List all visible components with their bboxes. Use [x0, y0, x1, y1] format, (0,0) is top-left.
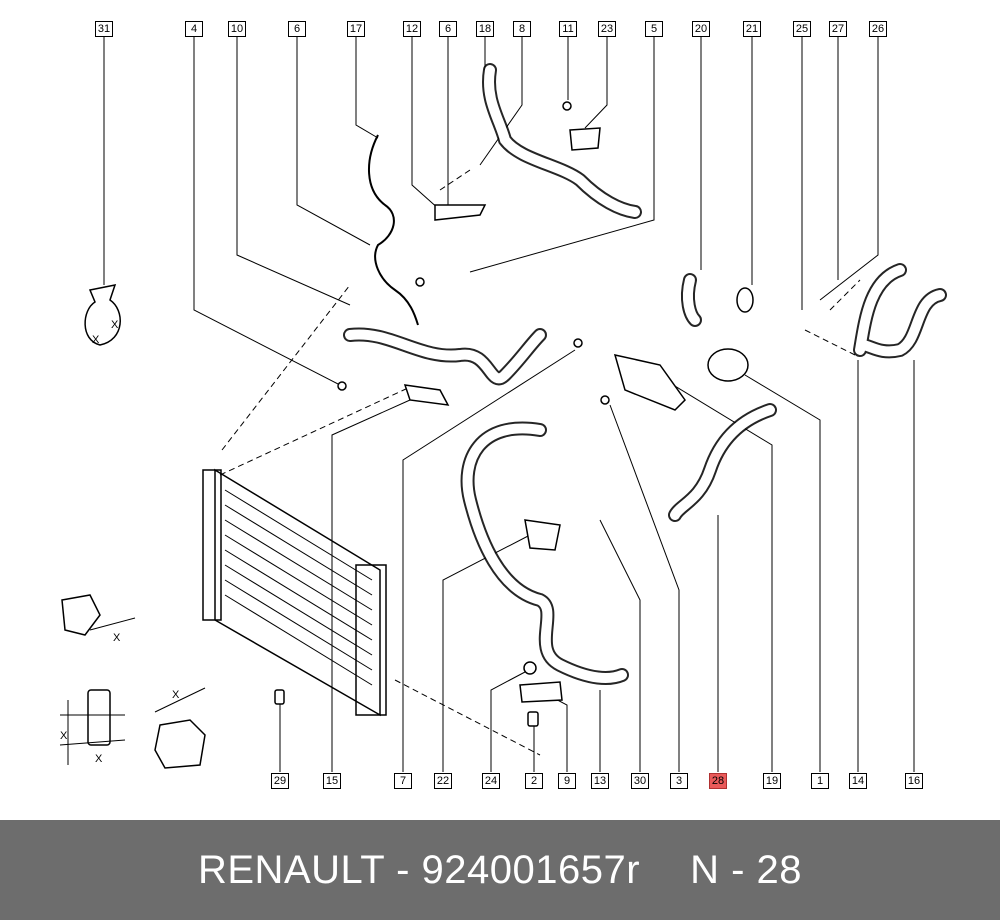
- callout-top-16: 26: [869, 21, 887, 37]
- water-pump: [707, 348, 749, 382]
- callout-top-8: 8: [513, 21, 531, 37]
- callout-top-2: 10: [228, 21, 246, 37]
- footer-reference: N - 28: [690, 847, 803, 892]
- callout-top-9: 11: [559, 21, 577, 37]
- callout-bottom-0: 29: [271, 773, 289, 789]
- leader-3: [609, 404, 680, 772]
- callout-bottom-9: 3: [670, 773, 688, 789]
- callout-top-11: 5: [645, 21, 663, 37]
- callout-bottom-4: 24: [482, 773, 500, 789]
- leader-23: [584, 37, 608, 129]
- bolt-11: [562, 101, 572, 111]
- callout-bottom-8: 30: [631, 773, 649, 789]
- callout-bottom-5: 2: [525, 773, 543, 789]
- bracket-9: [519, 681, 563, 703]
- leader-26: [819, 37, 879, 301]
- callout-top-1: 4: [185, 21, 203, 37]
- callout-bottom-1: 15: [323, 773, 341, 789]
- leader-10: [236, 37, 351, 306]
- part-29: [274, 689, 285, 705]
- dim-x-4: X: [95, 753, 103, 765]
- callout-top-4: 17: [347, 21, 365, 37]
- callout-top-7: 18: [476, 21, 494, 37]
- footer-bar: RENAULT - 924001657r N - 28: [0, 820, 1000, 920]
- dim-x-5: X: [92, 334, 100, 346]
- part-2: [527, 711, 539, 727]
- leader-6a: [296, 37, 371, 246]
- dim-x-1: X: [113, 632, 121, 644]
- leader-5: [469, 37, 655, 273]
- reservoir-cap-31: [84, 284, 121, 346]
- bracket-12: [434, 204, 487, 221]
- leader-19: [664, 379, 773, 772]
- callout-top-15: 27: [829, 21, 847, 37]
- bolt-detail: [87, 689, 111, 746]
- clip-detail: [61, 594, 101, 636]
- callout-top-3: 6: [288, 21, 306, 37]
- leader-17: [355, 37, 379, 139]
- footer-brand-part: RENAULT - 924001657r: [197, 847, 641, 892]
- clip-3: [600, 395, 610, 405]
- bolt-4: [337, 381, 347, 391]
- clip-15: [403, 384, 450, 406]
- callout-top-0: 31: [95, 21, 113, 37]
- dim-x-3: X: [60, 730, 68, 742]
- radiator: [202, 468, 387, 717]
- callout-top-14: 25: [793, 21, 811, 37]
- callout-top-10: 23: [598, 21, 616, 37]
- callout-bottom-6: 9: [558, 773, 576, 789]
- callout-bottom-2: 7: [394, 773, 412, 789]
- callout-bottom-14: 16: [905, 773, 923, 789]
- leader-7: [402, 349, 576, 772]
- leader-8: [479, 37, 523, 166]
- callout-bottom-3: 22: [434, 773, 452, 789]
- callout-bottom-13: 14: [849, 773, 867, 789]
- leader-9: [547, 694, 568, 772]
- dim-x-2: X: [172, 689, 180, 701]
- valve-21: [736, 287, 754, 313]
- leader-1: [744, 374, 821, 772]
- bracket-3: [613, 353, 686, 411]
- callout-bottom-11: 19: [763, 773, 781, 789]
- callout-bottom-10: 28: [709, 773, 727, 789]
- leader-4: [193, 37, 341, 386]
- leader-22: [442, 534, 531, 772]
- callout-bottom-7: 13: [591, 773, 609, 789]
- diagram-drawing: X X X X X X: [59, 37, 947, 772]
- nut-detail: [154, 719, 206, 769]
- callout-top-13: 21: [743, 21, 761, 37]
- callout-top-12: 20: [692, 21, 710, 37]
- leader-12: [411, 37, 441, 211]
- leader-24: [490, 671, 526, 772]
- bolt-6: [415, 277, 425, 287]
- nut-24: [523, 661, 537, 675]
- callout-top-6: 6: [439, 21, 457, 37]
- bracket-22: [524, 519, 561, 551]
- leader-15: [331, 399, 411, 772]
- bolt-7: [573, 338, 583, 348]
- leader-30: [599, 519, 641, 772]
- bracket-23: [569, 127, 601, 151]
- callout-top-5: 12: [403, 21, 421, 37]
- dim-x-6: X: [111, 319, 119, 331]
- callout-bottom-12: 1: [811, 773, 829, 789]
